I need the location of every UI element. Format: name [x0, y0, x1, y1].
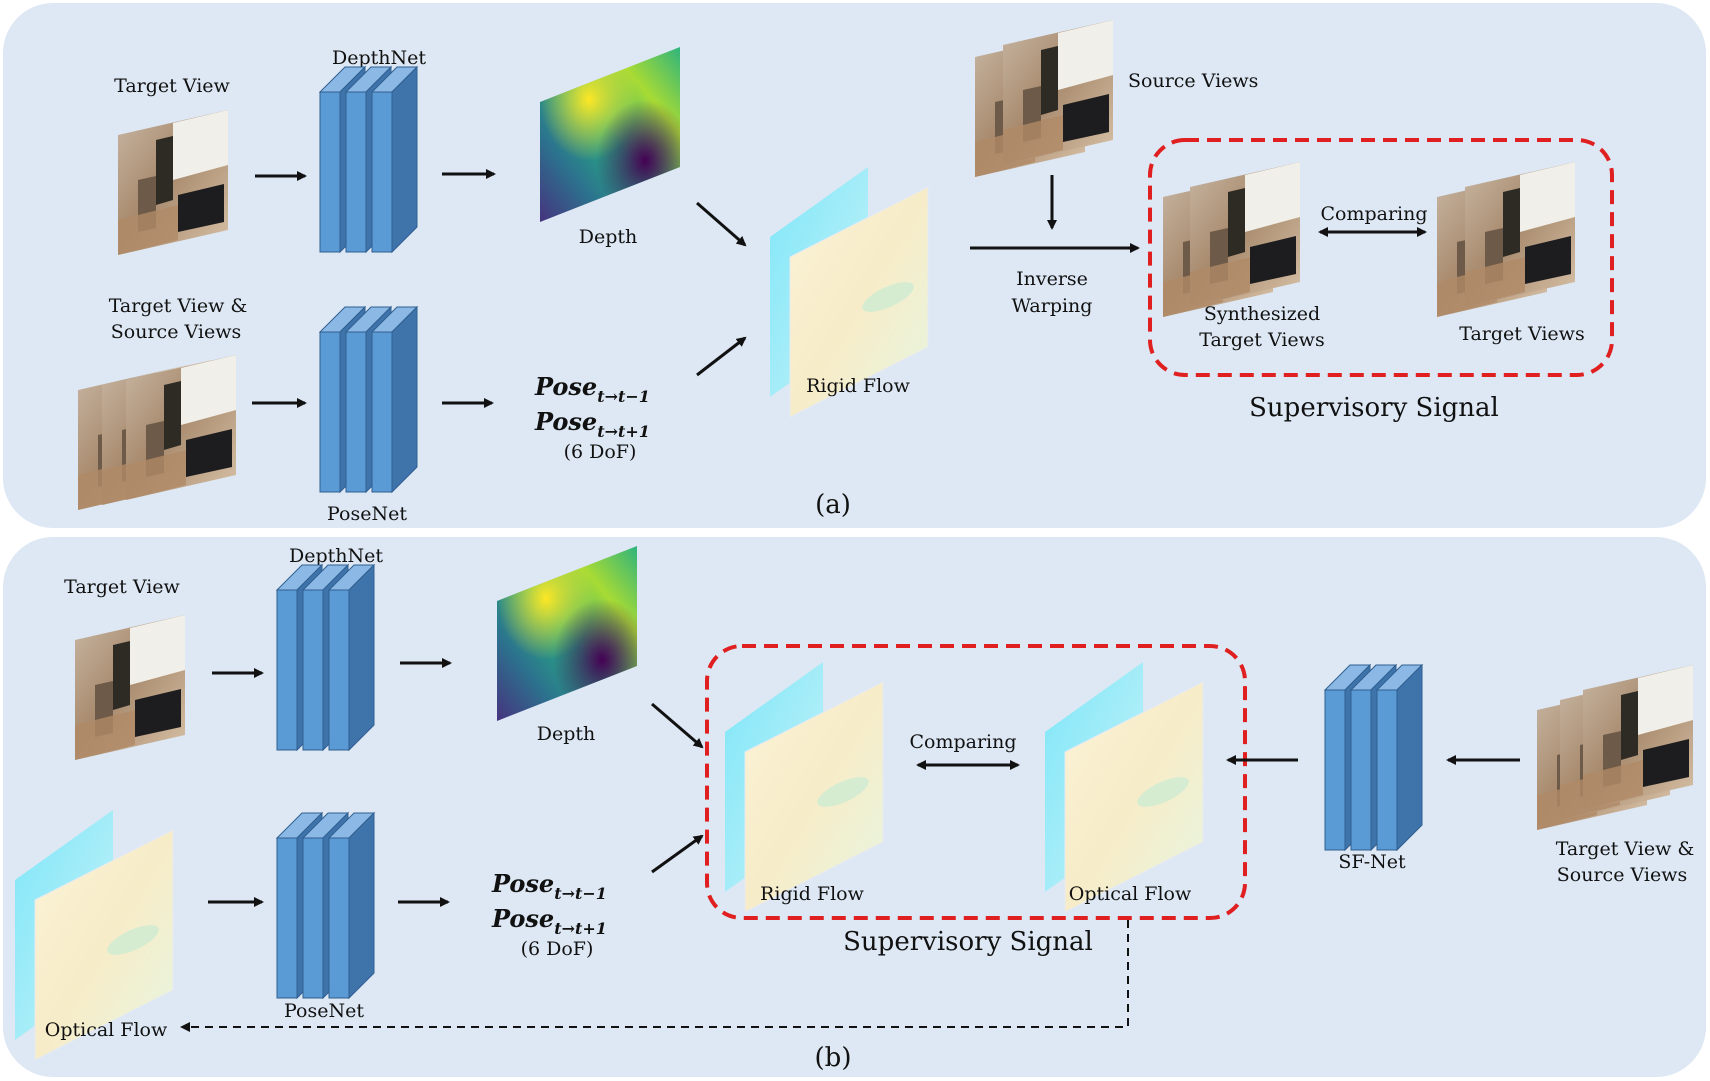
panel-b-caption: (b) — [815, 1043, 852, 1073]
target-view-image-b — [75, 615, 185, 760]
rigid-flow-label-b: Rigid Flow — [760, 883, 865, 905]
sfnet-input-label-line2: Source Views — [1557, 864, 1687, 886]
arrow — [651, 702, 704, 749]
panel-a-caption: (a) — [815, 490, 851, 520]
depthnet-label: DepthNet — [332, 47, 426, 69]
sfnet-input-label-line1: Target View & — [1556, 838, 1695, 860]
sfnet-label: SF-Net — [1338, 851, 1406, 873]
six-dof-label: (6 DoF) — [564, 441, 637, 463]
six-dof-label-b: (6 DoF) — [521, 938, 594, 960]
pose-t-plus-1-b: Poset→t+1 — [491, 904, 607, 938]
depthnet-block-b — [276, 564, 375, 751]
supervisory-signal-box-b — [705, 644, 1247, 920]
target-views-label: Target Views — [1459, 323, 1584, 345]
depth-label-b: Depth — [537, 723, 596, 745]
synthesized-label-line1: Synthesized — [1204, 303, 1320, 325]
supervisory-signal-box-a — [1148, 138, 1614, 377]
depthnet-label-b: DepthNet — [289, 545, 383, 567]
input-image-stack-3 — [126, 355, 236, 500]
target-source-label-line1: Target View & — [109, 295, 248, 317]
source-views-label: Source Views — [1128, 70, 1258, 92]
pose-t-minus-1: Poset→t−1 — [534, 372, 650, 406]
arrow — [696, 336, 747, 377]
depthnet-block — [319, 66, 418, 253]
feedback-dashed-arrow — [180, 920, 1129, 1032]
arrow — [696, 201, 747, 247]
inverse-warping-label-line2: Warping — [1012, 295, 1093, 317]
supervisory-signal-label-b: Supervisory Signal — [843, 927, 1093, 957]
target-view-label: Target View — [114, 75, 230, 97]
arrow — [651, 834, 704, 874]
posenet-label: PoseNet — [327, 503, 407, 525]
sfnet-input-image-3 — [1583, 665, 1693, 810]
optical-flow-label-b: Optical Flow — [1069, 883, 1192, 905]
target-views-image-2 — [1465, 162, 1575, 307]
source-view-image-2 — [1003, 20, 1113, 165]
rigid-flow-label: Rigid Flow — [806, 375, 911, 397]
optical-flow-input-label: Optical Flow — [45, 1019, 168, 1041]
comparing-label-a: Comparing — [1320, 203, 1427, 225]
comparing-label-b: Comparing — [909, 731, 1016, 753]
posenet-block-b — [276, 812, 375, 999]
target-view-image — [118, 110, 228, 255]
synthesized-view-image-2 — [1190, 162, 1300, 307]
supervisory-signal-label-a: Supervisory Signal — [1249, 393, 1499, 423]
target-view-label-b: Target View — [64, 576, 180, 598]
posenet-label-b: PoseNet — [284, 1000, 364, 1022]
inverse-warping-label-line1: Inverse — [1016, 268, 1088, 290]
pose-t-plus-1: Poset→t+1 — [534, 407, 650, 441]
sfnet-block — [1324, 664, 1423, 851]
synthesized-label-line2: Target Views — [1199, 329, 1324, 351]
posenet-block — [319, 306, 418, 493]
pose-t-minus-1-b: Poset→t−1 — [491, 869, 607, 903]
target-source-label-line2: Source Views — [111, 321, 241, 343]
depth-label: Depth — [579, 226, 638, 248]
